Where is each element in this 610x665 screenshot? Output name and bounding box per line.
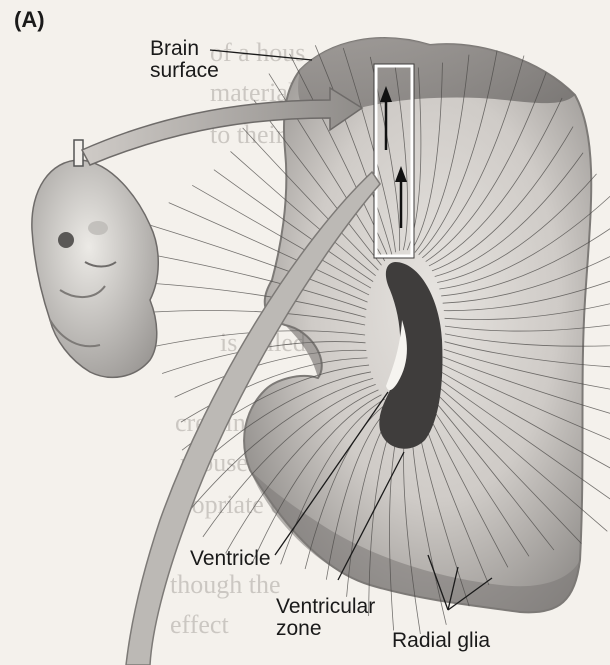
brain-surface-label-line2: surface	[150, 59, 219, 82]
brain-surface-label: Brain surface	[150, 38, 219, 82]
ventricular-zone-label: Ventricular zone	[276, 596, 375, 640]
brain-surface-leader	[210, 50, 312, 60]
radial-glia-label: Radial glia	[392, 630, 490, 652]
brain-surface-label-line1: Brain	[150, 37, 199, 60]
ventricular-zone-label-line1: Ventricular	[276, 595, 375, 618]
panel-label: (A)	[14, 8, 45, 31]
ventricular-zone-label-line2: zone	[276, 617, 322, 640]
embryo-illustration	[32, 140, 158, 377]
ventricle-label: Ventricle	[190, 548, 271, 570]
